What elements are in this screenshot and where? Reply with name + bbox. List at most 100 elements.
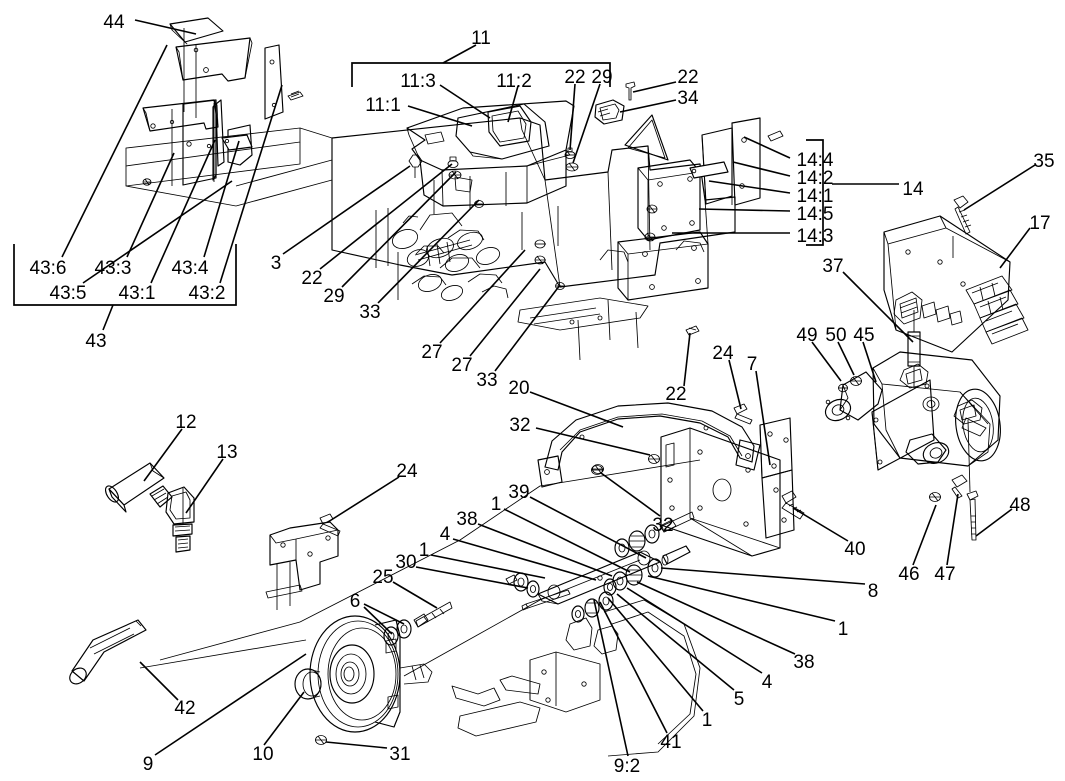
leader-lines xyxy=(61,19,1036,757)
part-11-3-pad xyxy=(455,103,550,160)
fastener-29-a xyxy=(565,162,579,172)
fastener-40 xyxy=(781,490,805,520)
fastener-29-b xyxy=(448,170,462,180)
callout-22-d: 22 xyxy=(665,384,686,405)
fastener-43-b xyxy=(287,90,304,101)
callout-43-3: 43:3 xyxy=(95,258,132,279)
part-14-1-bracket xyxy=(731,117,761,206)
fastener-47 xyxy=(951,474,968,499)
callout-29-b: 29 xyxy=(323,286,344,307)
callout-24-a: 24 xyxy=(712,343,734,364)
callout-43: 43 xyxy=(85,331,106,352)
callout-1-c: 1 xyxy=(702,710,713,731)
callout-49: 49 xyxy=(796,325,817,346)
fastener-22-c xyxy=(447,156,459,168)
callout-47: 47 xyxy=(934,564,955,585)
callout-11-1: 11:1 xyxy=(365,95,401,116)
lower-frame-panel xyxy=(451,599,701,757)
shield-louvers xyxy=(965,275,1029,345)
part-main-chassis xyxy=(331,117,736,361)
callout-38-b: 38 xyxy=(793,652,814,673)
callout-34: 34 xyxy=(677,88,699,109)
callout-42: 42 xyxy=(174,698,195,719)
fastener-22-a xyxy=(625,81,636,101)
callout-3: 3 xyxy=(271,253,282,274)
callout-43-2: 43:2 xyxy=(189,283,226,304)
callout-1-d: 1 xyxy=(838,619,849,640)
part-13-elbow xyxy=(165,486,195,553)
callout-33-b: 33 xyxy=(476,370,497,391)
callout-4-b: 4 xyxy=(762,672,773,693)
part-group-14 xyxy=(624,114,784,242)
part-35-screw xyxy=(952,195,972,258)
callout-41: 41 xyxy=(660,732,681,753)
callout-1-b: 1 xyxy=(419,540,430,561)
callout-6: 6 xyxy=(350,591,361,612)
group-brackets xyxy=(13,62,824,306)
callout-22-a: 22 xyxy=(564,67,585,88)
fastener-24-b xyxy=(319,513,341,537)
callout-43-1: 43:1 xyxy=(119,283,156,304)
part-12-hose xyxy=(104,462,173,513)
part-43-1-shelf xyxy=(142,99,219,132)
fastener-33-b xyxy=(555,282,565,290)
part-17-heat-shield xyxy=(883,195,1029,353)
callout-4-a: 4 xyxy=(440,524,451,545)
callout-43-6: 43:6 xyxy=(30,258,67,279)
callout-38-a: 38 xyxy=(456,509,477,530)
callout-labels: 44 11 11:3 11:2 11:1 22 29 22 34 14:4 14… xyxy=(30,12,1055,777)
chassis-right-plate xyxy=(617,231,709,301)
callout-39: 39 xyxy=(508,482,529,503)
fastener-50 xyxy=(850,376,862,386)
callout-29-a: 29 xyxy=(591,67,612,88)
callout-13: 13 xyxy=(216,442,237,463)
fastener-43-a xyxy=(142,178,152,186)
callout-14: 14 xyxy=(902,179,924,200)
fastener-48 xyxy=(966,419,979,541)
callout-14-1: 14:1 xyxy=(797,186,834,207)
callout-7: 7 xyxy=(747,354,758,375)
bracket-14 xyxy=(806,139,824,246)
part-14-4-gusset xyxy=(624,114,669,161)
callout-14-2: 14:2 xyxy=(797,168,834,189)
fastener-24-a xyxy=(733,403,753,425)
fastener-46 xyxy=(929,492,941,502)
muffler-endcap xyxy=(955,388,1001,462)
callout-22-b: 22 xyxy=(677,67,698,88)
fastener-33-a xyxy=(534,239,546,249)
fastener-22-d xyxy=(685,325,700,336)
callout-25: 25 xyxy=(372,567,393,588)
spacer-tube xyxy=(662,545,691,565)
callout-1-a: 1 xyxy=(491,494,502,515)
fastener-14-b xyxy=(644,232,656,242)
engine-detail xyxy=(391,212,509,302)
callout-27-b: 27 xyxy=(451,355,472,376)
callout-43-5: 43:5 xyxy=(50,283,87,304)
callout-14-5: 14:5 xyxy=(797,204,834,225)
callout-9-2: 9:2 xyxy=(614,756,640,777)
part-11-2-slot xyxy=(487,105,532,147)
callout-10: 10 xyxy=(252,744,273,765)
fastener-27-b xyxy=(534,255,546,265)
part-24-bracket xyxy=(265,513,341,610)
callout-9: 9 xyxy=(143,754,154,775)
callout-44: 44 xyxy=(103,12,125,33)
part-45-muffler xyxy=(824,310,1001,541)
callout-11-2: 11:2 xyxy=(496,71,532,92)
callout-5: 5 xyxy=(734,689,745,710)
part-group-11 xyxy=(406,100,575,207)
part-37-tube xyxy=(907,310,921,388)
bracket-43 xyxy=(13,244,237,306)
fastener-14-c xyxy=(767,130,784,142)
callout-24-b: 24 xyxy=(396,461,418,482)
callout-30: 30 xyxy=(395,552,416,573)
callout-14-4: 14:4 xyxy=(797,150,834,171)
callout-50: 50 xyxy=(825,325,846,346)
part-14-3-panel xyxy=(637,159,701,241)
callout-14-3: 14:3 xyxy=(797,226,834,247)
part-20-shroud xyxy=(537,402,761,488)
bracket-11 xyxy=(351,62,611,87)
part-9-pulley xyxy=(294,615,433,733)
fastener-stack xyxy=(315,465,695,745)
